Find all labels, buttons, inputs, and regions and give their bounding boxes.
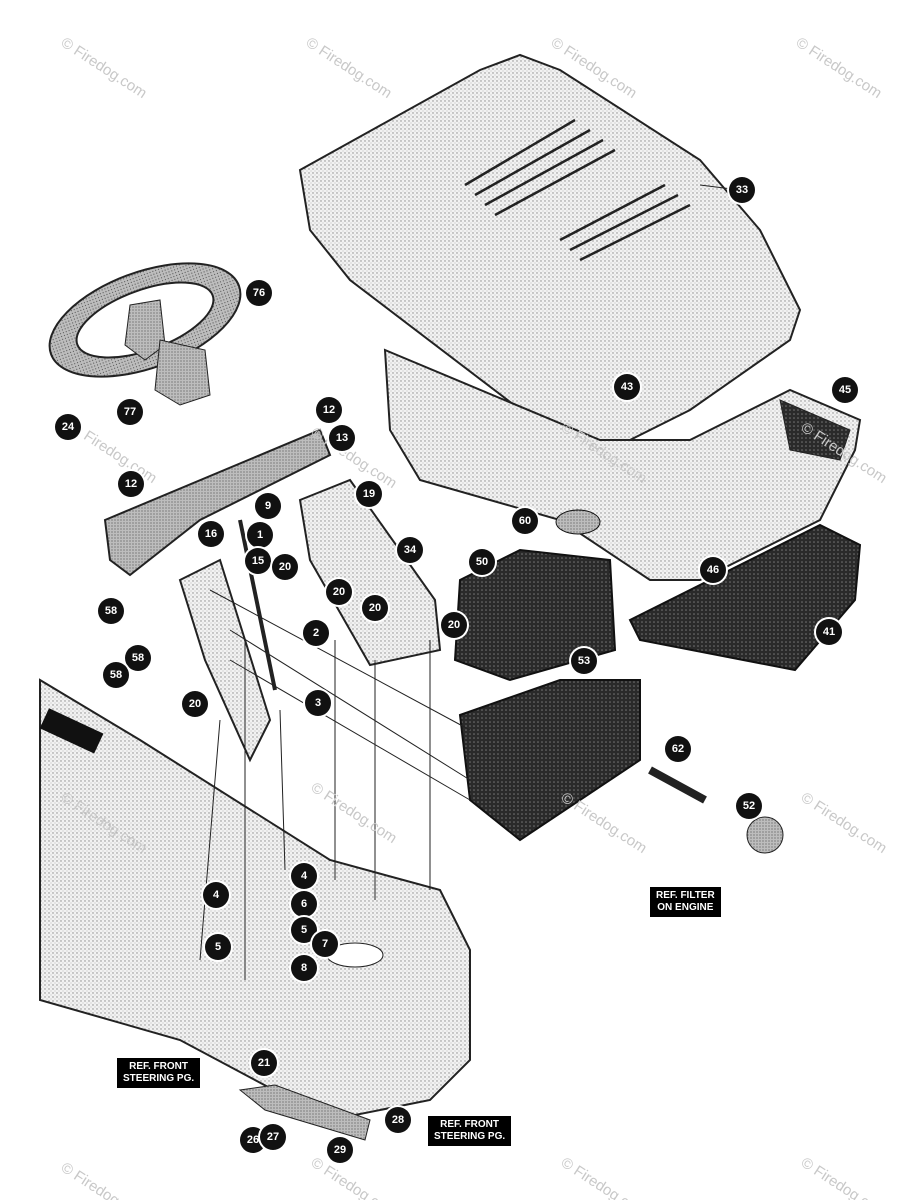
callout-12: 12 [316,397,342,423]
grille-part [383,348,862,581]
callout-20c: 20 [362,595,388,621]
frame-part [39,678,471,1122]
callout-46: 46 [700,557,726,583]
watermark: © Firedog.com [558,1154,650,1200]
callout-41: 41 [816,619,842,645]
callout-20e: 20 [182,691,208,717]
callout-45: 45 [832,377,858,403]
watermark: © Firedog.com [798,789,890,857]
callout-62: 62 [665,736,691,762]
watermark: © Firedog.com [58,34,150,102]
callout-13: 13 [329,425,355,451]
callout-3: 3 [305,690,331,716]
steering-wheel-part [48,262,242,406]
watermark: © Firedog.com [58,1159,150,1200]
skid-plate-part [628,523,862,672]
column-support-part [178,558,272,763]
callout-24: 24 [55,414,81,440]
callout-20d: 20 [441,612,467,638]
callout-77: 77 [117,399,143,425]
callout-20b: 20 [326,579,352,605]
ref-filter-label: REF. FILTER ON ENGINE [650,887,721,917]
callout-60: 60 [512,508,538,534]
callout-8: 8 [291,955,317,981]
callout-34: 34 [397,537,423,563]
callout-4a: 4 [203,882,229,908]
ref-front-steering-label-left: REF. FRONT STEERING PG. [117,1058,201,1088]
callout-7: 7 [312,931,338,957]
frame-slot [39,708,104,754]
leader-lines [199,589,471,980]
watermark: © Firedog.com [308,1154,400,1200]
dash-panel-part [298,478,442,667]
watermark: © Firedog.com [558,789,650,857]
callout-50: 50 [469,549,495,575]
hood-part [298,53,802,441]
callout-58a: 58 [98,598,124,624]
callout-16: 16 [198,521,224,547]
callout-28: 28 [385,1107,411,1133]
callout-6: 6 [291,891,317,917]
callout-29: 29 [327,1137,353,1163]
callout-27: 27 [260,1124,286,1150]
fuel-filter-part [648,766,784,854]
battery-tray-part [458,679,641,842]
callout-52: 52 [736,793,762,819]
pedal-linkage-part [238,1084,371,1141]
watermark: © Firedog.com [308,779,400,847]
watermark: © Firedog.com [303,34,395,102]
callout-19: 19 [356,481,382,507]
callout-20a: 20 [272,554,298,580]
callout-2: 2 [303,620,329,646]
watermark: © Firedog.com [793,34,885,102]
watermark: © Firedog.com [798,1154,890,1200]
callout-21: 21 [251,1050,277,1076]
battery-part [453,509,617,682]
callout-9: 9 [255,493,281,519]
callout-4b: 4 [291,863,317,889]
callout-43: 43 [614,374,640,400]
callout-5a: 5 [205,934,231,960]
callout-12b: 12 [118,471,144,497]
watermark: © Firedog.com [68,419,160,487]
callout-58c: 58 [103,662,129,688]
callout-76: 76 [246,280,272,306]
callout-1: 1 [247,522,273,548]
ref-front-steering-label-right: REF. FRONT STEERING PG. [428,1116,512,1146]
steering-shaft-part [238,519,277,691]
callout-15: 15 [245,548,271,574]
callout-58b: 58 [125,645,151,671]
callout-33: 33 [729,177,755,203]
dash-console-part [103,428,332,577]
callout-53: 53 [571,648,597,674]
